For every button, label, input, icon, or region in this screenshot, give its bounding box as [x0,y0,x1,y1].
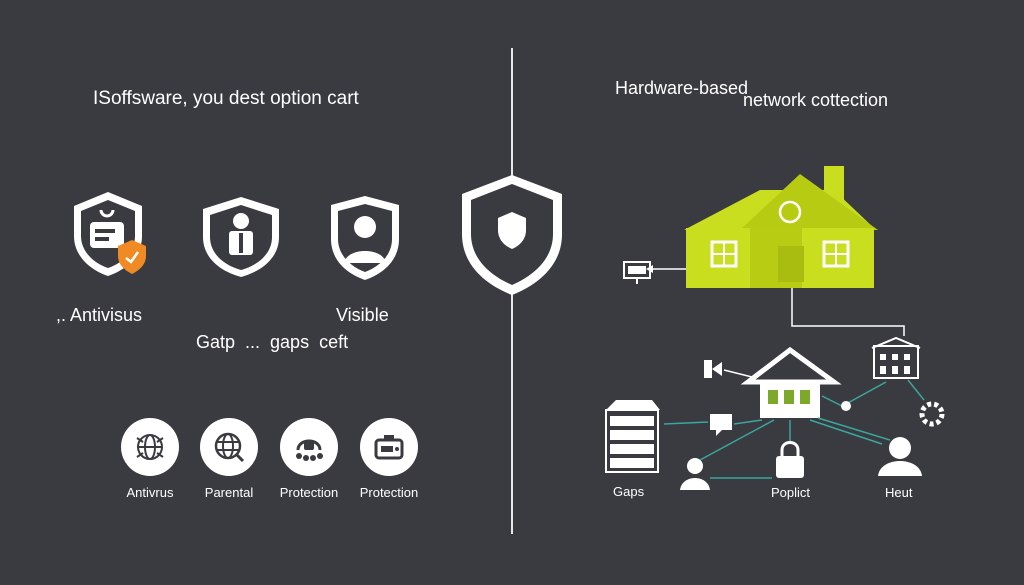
right-title-line1: Hardware-based [615,78,749,98]
label-visible: Visible [336,305,389,325]
circle-label-protection-1: Protection [279,485,339,500]
network-icon [296,439,323,461]
label-gaps: Gatp ... gaps ceft [196,332,349,352]
shield-antivirus-icon [74,192,146,276]
bug-dot-icon [841,401,851,411]
gear-icon [919,401,945,427]
label-poplict: Poplict [771,485,811,500]
server-rack-icon [605,400,660,473]
globe-bug-icon [136,434,164,460]
shield-user-icon [203,197,279,277]
green-house-icon [684,166,878,288]
label-heut: Heut [885,485,913,500]
shield-profile-icon [331,196,399,280]
lock-icon [776,441,804,478]
left-title: ISoffsware, you dest option cart [93,88,359,109]
monitor-icon [623,261,651,284]
circle-label-antivirus: Antivrus [126,485,174,500]
protection-circle-1[interactable] [280,418,338,476]
circle-label-parental: Parental [204,485,254,500]
right-title-line2: network cottection [743,90,889,110]
chat-icon [710,414,732,436]
globe-icon [214,432,245,463]
home-router-icon [740,346,842,418]
center-shield-icon [462,175,562,295]
network-diagram [605,166,945,490]
camera-icon [704,360,722,378]
protection-circle-2[interactable] [360,418,418,476]
label-gaps-right: Gaps [613,484,645,499]
router-icon [374,435,404,460]
user-icon-left [680,458,710,490]
parental-circle[interactable] [200,418,258,476]
antivirus-circle[interactable] [121,418,179,476]
user-icon-right [878,437,922,476]
circle-label-protection-2: Protection [359,485,419,500]
office-building-icon [871,336,921,379]
label-antivirus: ,. Antivisus [56,305,143,325]
